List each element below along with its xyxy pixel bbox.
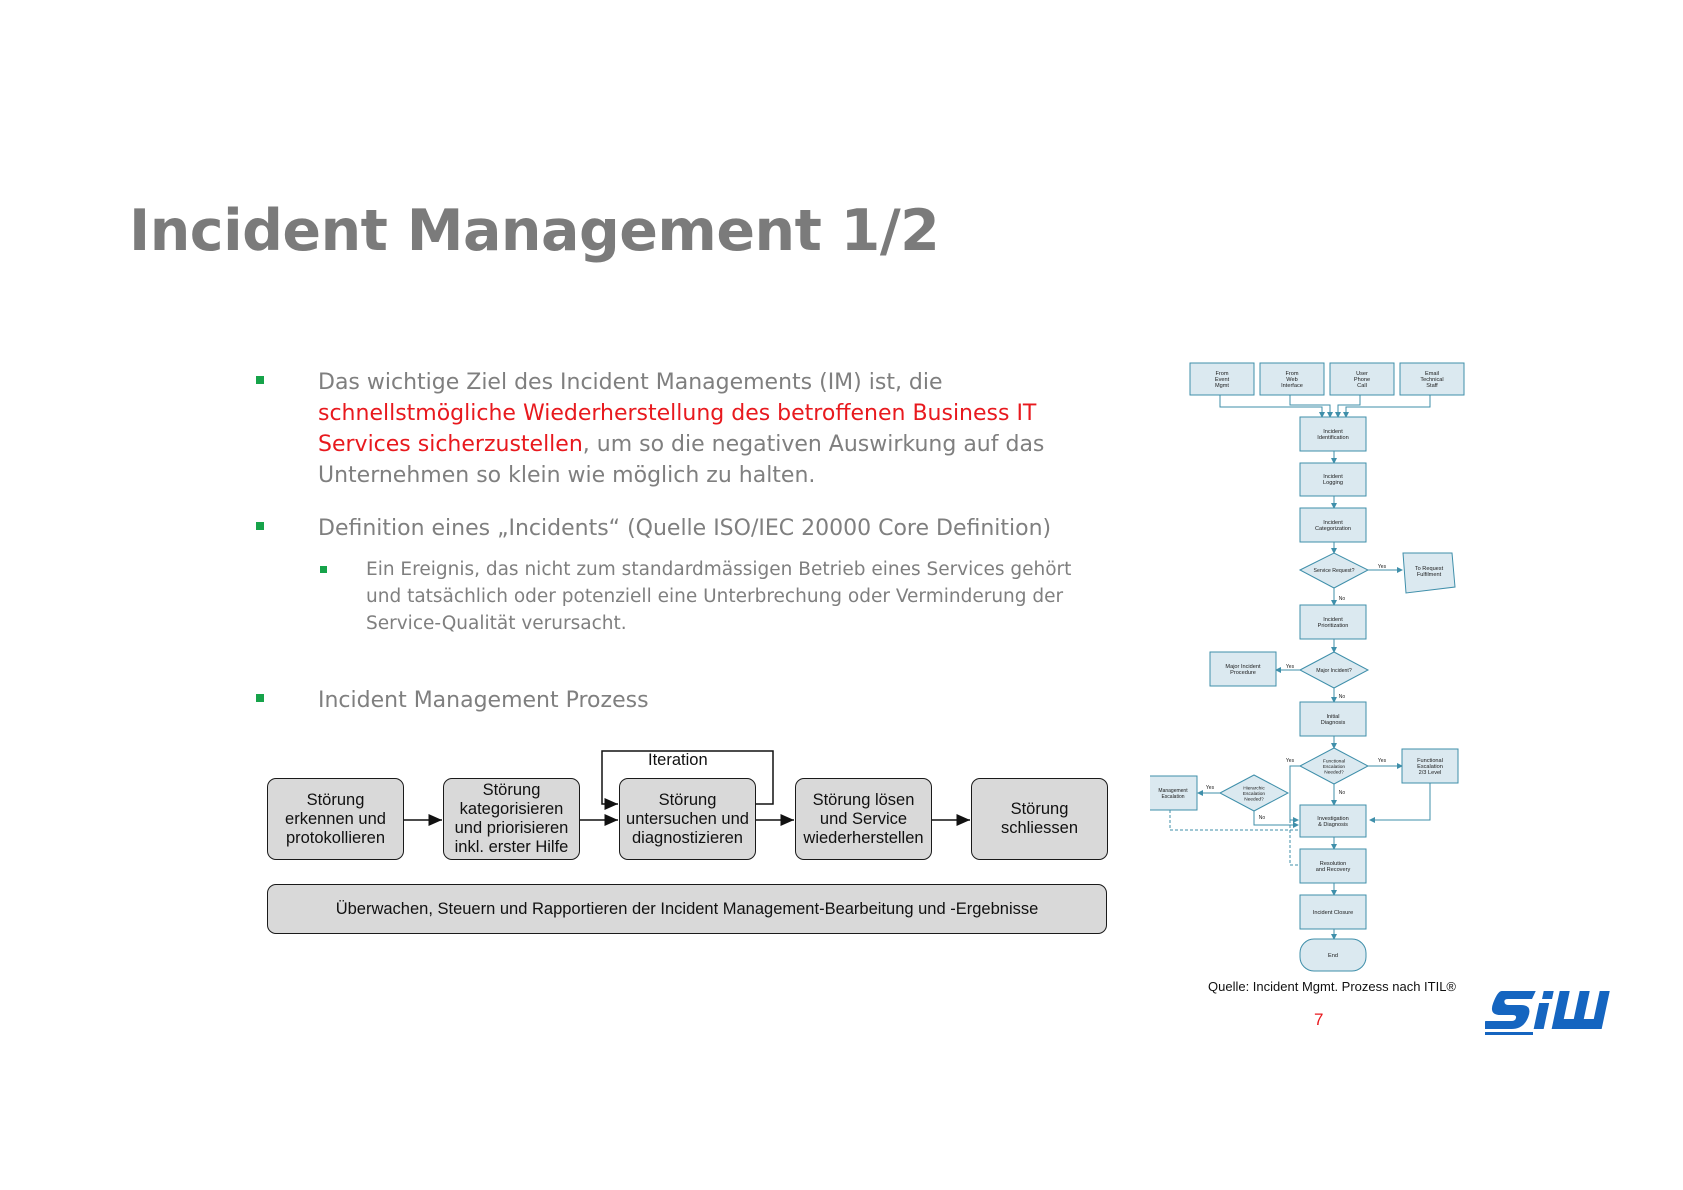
bullet-1-highlight-1: schnellstmögliche Wiederherstellung des … <box>318 401 1037 426</box>
sub-bullet-text: Ein Ereignis, das nicht zum standardmäss… <box>366 556 1071 637</box>
iteration-loop <box>601 750 774 810</box>
itil-end: End <box>1328 953 1338 959</box>
process-step-3-label: Störung untersuchen und diagnostizieren <box>626 790 749 847</box>
itil-yes-service-request: Yes <box>1378 564 1387 570</box>
itil-yes-major-incident: Yes <box>1286 664 1295 670</box>
page-number: 7 <box>1314 1010 1324 1029</box>
process-step-5-label: Störung schliessen <box>1000 800 1079 837</box>
process-step-2-label: Störung kategorisieren und priorisieren … <box>454 781 569 856</box>
itil-yes-hierarchic: Yes <box>1206 785 1215 791</box>
process-step-2: Störung kategorisieren und priorisieren … <box>443 778 580 860</box>
sub-bullet-line-3: Service-Qualität verursacht. <box>366 613 627 634</box>
process-step-1: Störung erkennen und protokollieren <box>267 778 404 860</box>
itil-no-functional: No <box>1339 790 1346 796</box>
itil-source-boxes <box>1189 362 1465 396</box>
bullet-marker-3 <box>256 694 264 702</box>
sub-bullet-marker <box>320 566 327 573</box>
itil-yes-functional-right: Yes <box>1378 758 1387 764</box>
itil-no-hierarchic: No <box>1259 815 1266 821</box>
iteration-label: Iteration <box>648 751 708 769</box>
process-step-4-label: Störung lösen und Service wiederherstell… <box>803 790 924 847</box>
slide-title: Incident Management 1/2 <box>129 198 940 264</box>
bullet-text-3: Incident Management Prozess <box>318 688 649 713</box>
itil-no-service-request: No <box>1339 596 1346 602</box>
itil-investigation: Investigation& Diagnosis <box>1317 816 1348 828</box>
monitoring-bar: Überwachen, Steuern und Rapportieren der… <box>267 884 1107 934</box>
source-caption: Quelle: Incident Mgmt. Prozess nach ITIL… <box>1208 979 1457 994</box>
itil-closure: Incident Closure <box>1313 910 1353 916</box>
bullet-marker-2 <box>256 522 264 530</box>
bullet-text-1: Das wichtige Ziel des Incident Managemen… <box>318 367 1098 491</box>
bullet-1-line-1: Das wichtige Ziel des Incident Managemen… <box>318 370 943 395</box>
process-step-3: Störung untersuchen und diagnostizieren <box>619 778 756 860</box>
itil-major-incident: Major Incident? <box>1316 668 1352 674</box>
monitoring-bar-label: Überwachen, Steuern und Rapportieren der… <box>335 899 1039 918</box>
process-step-1-label: Störung erkennen und protokollieren <box>285 790 386 847</box>
bullet-text-2: Definition eines „Incidents“ (Quelle ISO… <box>318 516 1052 541</box>
sub-bullet-line-1: Ein Ereignis, das nicht zum standardmäss… <box>366 559 1072 580</box>
bullet-marker-1 <box>256 376 264 384</box>
sub-bullet-line-2: und tatsächlich oder potenziell eine Unt… <box>366 586 1064 607</box>
itil-yes-functional-left: Yes <box>1286 758 1295 764</box>
bullet-1-line-4: Unternehmen so klein wie möglich zu halt… <box>318 463 816 488</box>
process-step-4: Störung lösen und Service wiederherstell… <box>795 778 932 860</box>
process-step-5: Störung schliessen <box>971 778 1108 860</box>
itil-no-major-incident: No <box>1339 694 1346 700</box>
bullet-1-highlight-2: Services sicherzustellen <box>318 432 583 457</box>
siw-logo <box>1485 991 1610 1035</box>
itil-service-request: Service Request? <box>1314 568 1355 574</box>
bullet-1-line-3: , um so die negativen Auswirkung auf das <box>582 432 1045 457</box>
